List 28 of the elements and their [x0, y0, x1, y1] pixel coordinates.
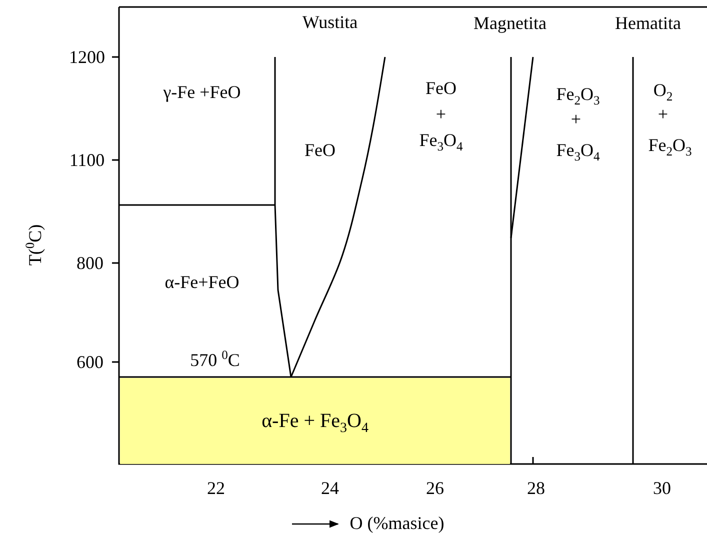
region-label: Fe$_{3}$O$_{4}$: [556, 141, 600, 159]
phase-region: [120, 378, 510, 464]
tick-label: 600: [76, 353, 104, 371]
region-label: Fe$_{3}$O$_{4}$: [419, 131, 463, 149]
region-label: Fe$_{2}$O$_{3}$: [556, 85, 600, 103]
phase-label: α-Fe + Fe$_{3}$O$_{4}$: [262, 410, 368, 432]
tick-label: 26: [426, 479, 444, 497]
region-label: α-Fe+FeO: [164, 273, 240, 291]
tick-label: 22: [207, 479, 225, 497]
tick-label: 800: [76, 254, 104, 272]
temperature-label: 570 $^{0}$C: [190, 351, 240, 369]
tick-label: 24: [321, 479, 339, 497]
tick-label: 28: [527, 479, 545, 497]
tick-label: 30: [653, 479, 671, 497]
phase-name: Magnetita: [474, 14, 546, 32]
region-label: +: [570, 110, 582, 128]
region-label: FeO: [304, 141, 336, 159]
region-label: +: [658, 105, 668, 123]
region-label: O$_{2}$: [653, 81, 673, 99]
phase-name: Wustita: [302, 13, 358, 31]
tick-label: 1200: [69, 48, 105, 66]
region-label: FeO: [426, 79, 456, 97]
region-label: Fe$_{2}$O$_{3}$: [648, 136, 692, 154]
axis-title: O (%masice): [350, 514, 444, 532]
phase-name: Hematita: [615, 14, 681, 32]
region-label: +: [436, 105, 446, 123]
region-label: γ-Fe +FeO: [163, 83, 241, 101]
tick-label: 1100: [69, 151, 105, 169]
